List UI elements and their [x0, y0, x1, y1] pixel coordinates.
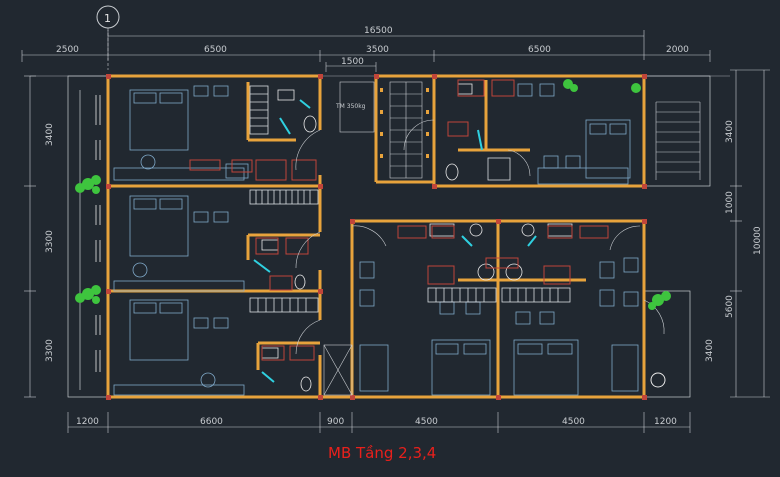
dim-top-3: 3500: [366, 45, 389, 55]
dim-bottom-2: 6600: [200, 417, 223, 427]
dim-right-4: 3400: [705, 339, 715, 362]
service-box: [323, 344, 353, 396]
balcony-windows: [95, 95, 101, 372]
grid-axis-label: 1: [104, 12, 111, 25]
dim-left-1: 3400: [45, 123, 55, 146]
dim-right-1: 3400: [725, 120, 735, 143]
doors: [295, 119, 665, 355]
dim-top-1: 2500: [56, 45, 79, 55]
furniture: [113, 83, 639, 396]
elevator-note: TM 350kg: [335, 103, 366, 110]
interior-stair: [339, 81, 423, 179]
columns: [106, 74, 647, 400]
right-dimensions: [730, 69, 770, 398]
dim-right-3: 5600: [725, 295, 735, 318]
dim-corridor: 1500: [341, 57, 364, 67]
external-stair: [655, 101, 701, 180]
dim-top-5: 2000: [666, 45, 689, 55]
stair-markers: [380, 88, 429, 158]
dim-top-2: 6500: [204, 45, 227, 55]
top-dimensions: [21, 30, 711, 72]
counters: [249, 85, 571, 313]
dim-bottom-3: 900: [327, 417, 344, 427]
dim-bottom-5: 4500: [562, 417, 585, 427]
dim-bottom-6: 1200: [654, 417, 677, 427]
dim-bottom-1: 1200: [76, 417, 99, 427]
drain-symbol: [650, 372, 666, 388]
dim-top-4: 6500: [528, 45, 551, 55]
dim-top-total: 16500: [364, 26, 393, 36]
dim-left-3: 3300: [45, 339, 55, 362]
dim-right-2: 1000: [725, 191, 735, 214]
red-accents: [189, 79, 609, 361]
drawing-caption: MB Tầng 2,3,4: [328, 444, 436, 462]
dim-left-2: 3300: [45, 230, 55, 253]
left-dimensions: [24, 75, 36, 398]
plants: [75, 79, 671, 310]
dim-right-total: 10000: [753, 226, 763, 255]
bottom-dimensions: [67, 412, 691, 433]
shower-screens: [253, 99, 537, 383]
dim-bottom-4: 4500: [415, 417, 438, 427]
